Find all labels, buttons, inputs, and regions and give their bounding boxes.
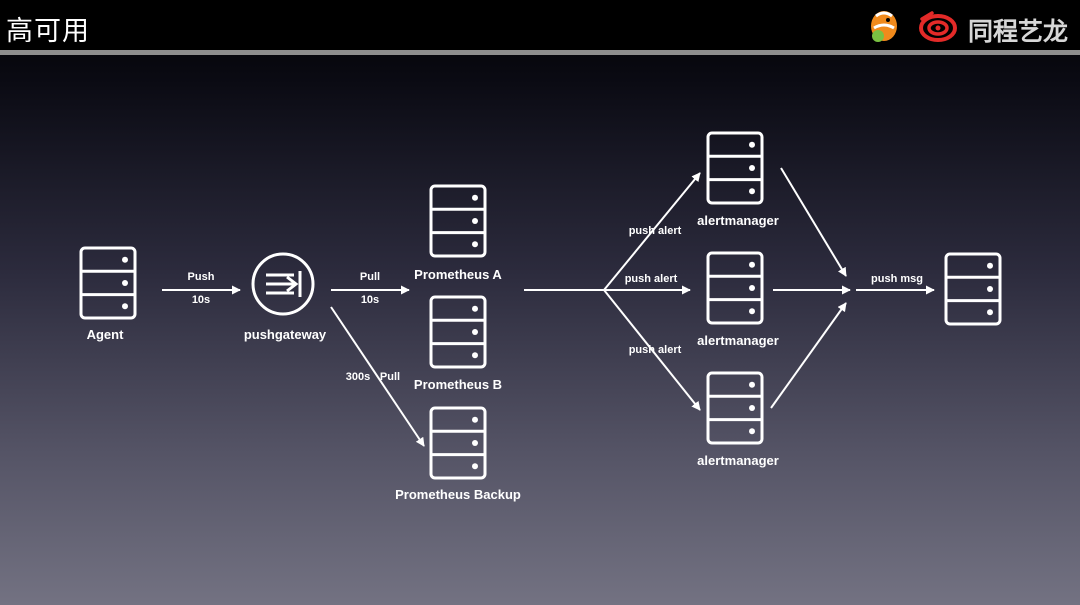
swirl-logo-icon (918, 11, 958, 48)
push-label: Push (188, 271, 215, 283)
alertmanager-top-label: alertmanager (697, 213, 779, 228)
pushgateway-icon (251, 252, 315, 316)
receiver-server-icon (944, 252, 1002, 326)
alert-mid-label: push alert (625, 273, 678, 285)
msg-top-arrow (780, 167, 847, 277)
alertmanager-bottom-server-icon (706, 371, 764, 445)
msg-bottom-arrow (770, 302, 847, 409)
pushgateway-label: pushgateway (244, 327, 327, 342)
prometheus-a-label: Prometheus A (414, 267, 502, 282)
prometheus-backup-label: Prometheus Backup (395, 487, 521, 502)
backup-pull-label: Pull (380, 371, 400, 383)
alert-top-label: push alert (629, 225, 682, 237)
alertmanager-top-server-icon (706, 131, 764, 205)
agent-label: Agent (87, 327, 125, 342)
agent-server-icon (79, 246, 137, 320)
alertmanager-mid-label: alertmanager (697, 333, 779, 348)
backup-interval-label: 300s (346, 371, 370, 383)
pull-interval-label: 10s (361, 294, 379, 306)
alertmanager-bottom-label: alertmanager (697, 453, 779, 468)
brand-name: 同程艺龙 (968, 17, 1069, 46)
clownfish-logo-icon (866, 6, 902, 49)
alert-top-arrow (603, 172, 701, 291)
alert-bottom-arrow (603, 289, 701, 411)
push-msg-label: push msg (871, 273, 923, 285)
alertmanager-mid-server-icon (706, 251, 764, 325)
title-divider (0, 50, 1080, 55)
alert-bottom-label: push alert (629, 344, 682, 356)
backup-pull-arrow (330, 306, 425, 447)
prometheus-a-server-icon (429, 184, 487, 258)
pull-label: Pull (360, 271, 380, 283)
prometheus-b-server-icon (429, 295, 487, 369)
slide-title: 高可用 (6, 16, 90, 47)
prometheus-backup-server-icon (429, 406, 487, 480)
push-interval-label: 10s (192, 294, 210, 306)
prometheus-b-label: Prometheus B (414, 377, 502, 392)
title-bar: 高可用 同程艺龙 (0, 0, 1080, 50)
